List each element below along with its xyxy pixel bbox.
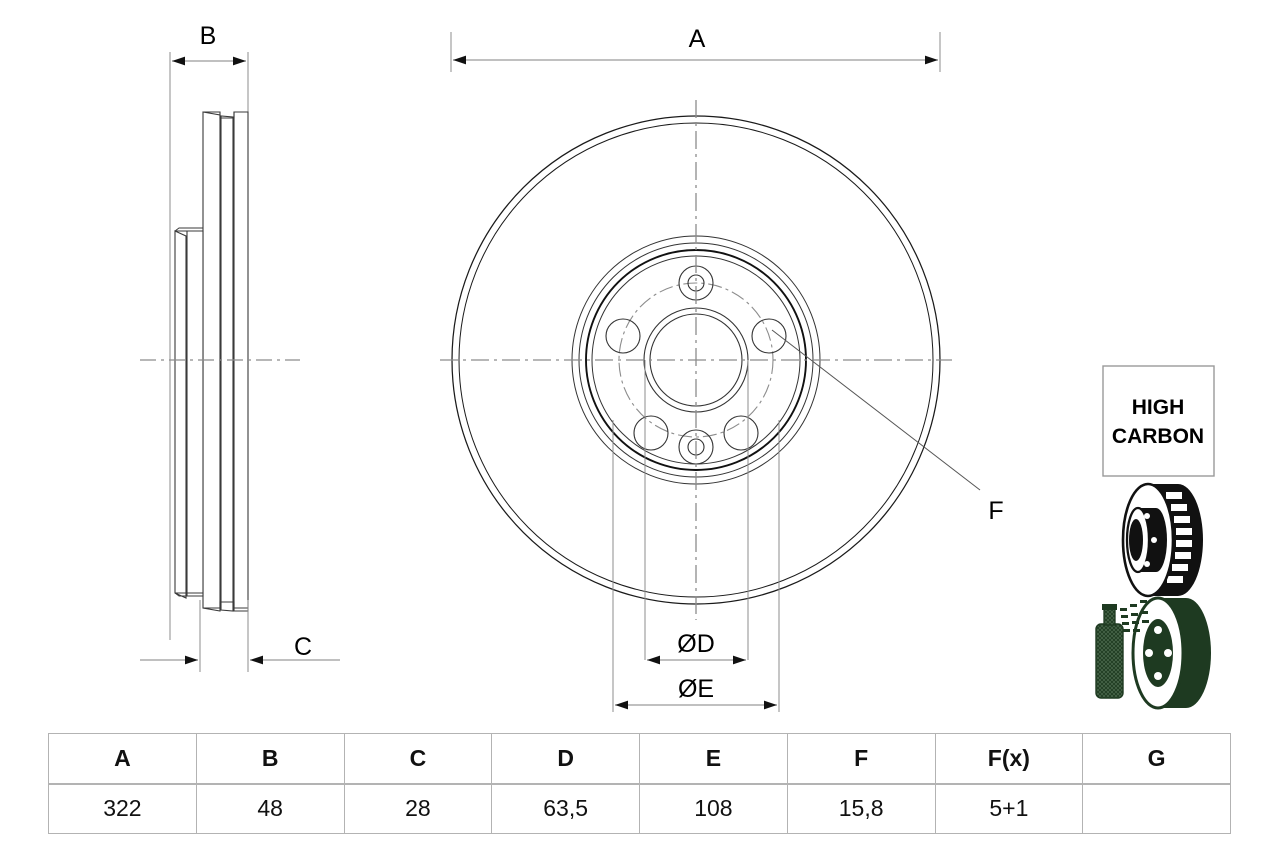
value-cell-d: 63,5 [491, 783, 640, 834]
header-cell-b: B [195, 733, 345, 785]
coating-spray-disc-icon [1095, 596, 1211, 710]
header-cell-c: C [343, 733, 493, 785]
value-cell-c: 28 [343, 783, 493, 834]
header-cell-f: F [786, 733, 936, 785]
dimension-a [450, 32, 941, 72]
high-carbon-badge: HIGH CARBON [1102, 365, 1215, 477]
vented-brake-disc-icon [1121, 482, 1203, 598]
leader-line-f [771, 329, 981, 491]
badge-border [1102, 365, 1215, 477]
header-cell-e: E [639, 733, 788, 785]
header-cell-d: D [491, 733, 640, 785]
label-a: A [689, 25, 706, 53]
dimension-c [140, 600, 340, 672]
value-cell-a: 322 [48, 783, 197, 834]
label-e: ØE [678, 675, 714, 703]
front-disc-view: A [440, 25, 1004, 712]
label-d: ØD [677, 630, 715, 658]
label-f: F [988, 497, 1003, 525]
badge-line-1: HIGH [1132, 396, 1185, 419]
label-c: C [294, 633, 312, 661]
header-cell-g: G [1082, 733, 1231, 785]
spray-can-icon [1095, 604, 1124, 699]
spray-cone [1120, 600, 1149, 632]
header-cell-a: A [48, 733, 197, 785]
value-cell-b: 48 [195, 783, 345, 834]
side-section-view: B C [140, 22, 340, 672]
label-b: B [200, 22, 217, 50]
value-cell-fx: 5+1 [934, 783, 1084, 834]
header-cell-fx: F(x) [934, 733, 1084, 785]
specification-table: A B C D E F F(x) G 322 48 28 63,5 108 15… [48, 733, 1231, 834]
badge-line-2: CARBON [1112, 425, 1204, 448]
table-header-row: A B C D E F F(x) G [48, 733, 1231, 785]
value-cell-g [1082, 783, 1231, 834]
value-cell-e: 108 [639, 783, 788, 834]
value-cell-f: 15,8 [786, 783, 936, 834]
table-value-row: 322 48 28 63,5 108 15,8 5+1 [48, 783, 1231, 834]
